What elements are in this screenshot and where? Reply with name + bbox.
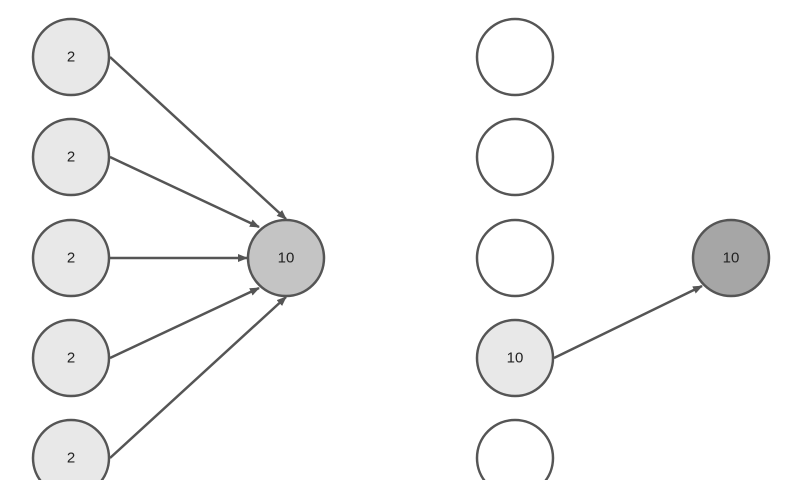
left-input-label-2: 2	[67, 149, 75, 166]
right-input-node-1	[475, 17, 555, 97]
left-output-label: 10	[278, 250, 295, 267]
left-input-label-1: 2	[67, 49, 75, 66]
node-layer: 2 2 2 2 2 10	[31, 17, 771, 480]
left-input-node-2: 2	[31, 117, 111, 197]
left-output-node: 10	[246, 218, 326, 298]
left-input-label-5: 2	[67, 450, 75, 467]
left-input-label-3: 2	[67, 250, 75, 267]
left-input-node-4: 2	[31, 318, 111, 398]
left-input-node-1: 2	[31, 17, 111, 97]
left-input-label-4: 2	[67, 350, 75, 367]
right-edge-1	[553, 284, 703, 360]
edge-layer	[109, 56, 703, 459]
left-edge-2	[109, 155, 260, 229]
right-output-node: 10	[691, 218, 771, 298]
right-output-label: 10	[723, 250, 740, 267]
right-input-label-4: 10	[507, 350, 524, 367]
left-edge-5	[109, 296, 287, 459]
left-edge-4	[109, 286, 260, 360]
left-input-node-3: 2	[31, 218, 111, 298]
right-input-node-2	[475, 117, 555, 197]
right-input-node-3	[475, 218, 555, 298]
left-input-node-5: 2	[31, 418, 111, 480]
left-edge-1	[109, 56, 287, 220]
right-input-node-5	[475, 418, 555, 480]
right-input-node-4: 10	[475, 318, 555, 398]
